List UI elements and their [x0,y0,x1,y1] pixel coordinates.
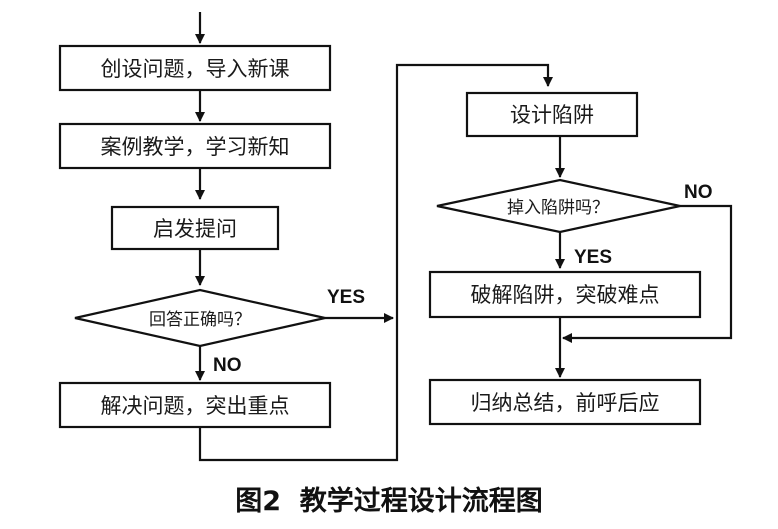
step-break-trap-text: 破解陷阱，突破难点 [471,283,660,307]
step-case-teaching-text: 案例教学，学习新知 [101,135,290,159]
left-flow [58,12,553,462]
box-case-teaching [58,122,332,170]
box-heuristic-question [110,205,280,251]
box-create-problem [58,44,332,92]
box-design-trap [465,91,639,138]
right-flow [428,91,733,426]
decision-correct-answer-text: 回答正确吗？ [149,310,251,330]
box-summary [428,378,702,426]
yes-label-left: YES [327,287,365,308]
box-solve-problem [58,381,332,429]
step-create-problem-text: 创设问题，导入新课 [101,57,290,81]
step-heuristic-question-text: 启发提问 [153,217,237,241]
no-label-left: NO [213,355,242,376]
step-solve-problem-text: 解决问题，突出重点 [101,394,290,418]
step-design-trap-text: 设计陷阱 [510,103,594,127]
arrow-decision-no-right [562,204,733,343]
box-break-trap [428,270,702,319]
connector-left-to-right [198,63,553,462]
step-summary-text: 归纳总结，前呼后应 [471,391,660,415]
yes-label-right: YES [574,247,612,268]
figure-caption: 图2 教学过程设计流程图 [235,485,543,517]
no-label-right: NO [684,182,713,203]
decision-fall-in-trap-text: 掉入陷阱吗？ [507,198,609,218]
